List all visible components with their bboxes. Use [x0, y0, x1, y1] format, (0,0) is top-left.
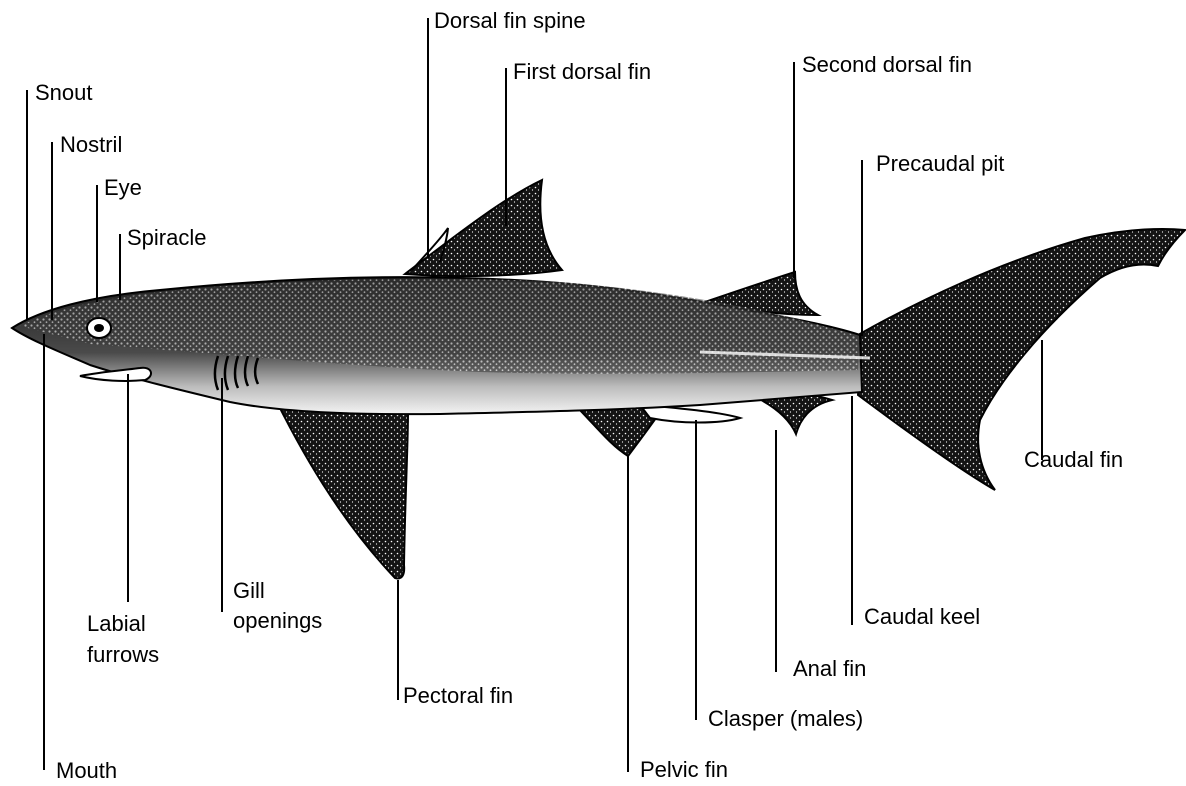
label-gill-line2: openings	[233, 608, 322, 634]
label-first-dorsal-fin: First dorsal fin	[513, 59, 651, 85]
label-dorsal-fin-spine: Dorsal fin spine	[434, 8, 586, 34]
eye-shape	[87, 318, 111, 338]
label-snout: Snout	[35, 80, 93, 106]
label-spiracle: Spiracle	[127, 225, 206, 251]
caudal-fin-shape	[858, 229, 1185, 490]
label-caudal-keel: Caudal keel	[864, 604, 980, 630]
label-eye: Eye	[104, 175, 142, 201]
label-clasper: Clasper (males)	[708, 706, 863, 732]
label-anal-fin: Anal fin	[793, 656, 866, 682]
label-second-dorsal-fin: Second dorsal fin	[802, 52, 972, 78]
pectoral-fin-shape	[270, 388, 408, 578]
label-pectoral-fin: Pectoral fin	[403, 683, 513, 709]
label-pelvic-fin: Pelvic fin	[640, 757, 728, 783]
label-caudal-fin: Caudal fin	[1024, 447, 1123, 473]
label-mouth: Mouth	[56, 758, 117, 784]
label-nostril: Nostril	[60, 132, 122, 158]
label-labial-line2: furrows	[87, 642, 159, 668]
label-gill-line1: Gill	[233, 578, 265, 604]
label-precaudal-pit: Precaudal pit	[876, 151, 1004, 177]
label-labial-line1: Labial	[87, 611, 146, 637]
